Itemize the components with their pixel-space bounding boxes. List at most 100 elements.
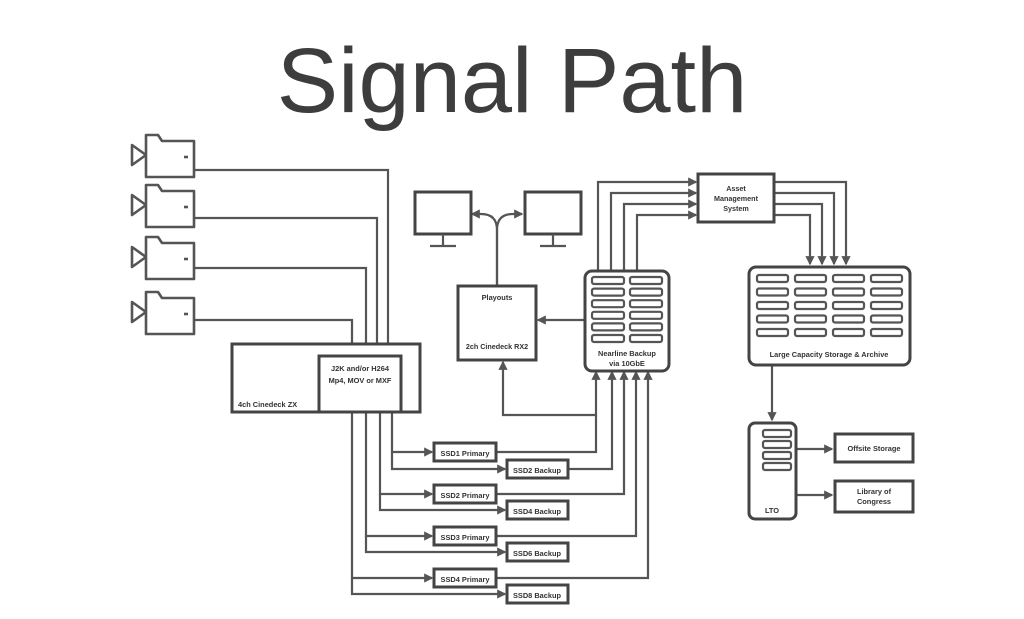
wire-ssd2-backup	[390, 452, 507, 474]
ssd2-backup-label: SSD2 Backup	[513, 466, 562, 475]
drive-slot	[628, 333, 664, 344]
wire-ssd3-primary	[364, 412, 434, 541]
library-label-1: Library of	[857, 487, 892, 496]
codec-line-2: Mp4, MOV or MXF	[329, 376, 392, 385]
wire-camera-3	[194, 266, 371, 358]
wire-nearline-asset-4	[635, 210, 698, 270]
lto-box: LTO	[747, 421, 798, 521]
wire-ssd2p-to-nearline	[496, 370, 629, 496]
video-camera-icon	[130, 290, 196, 336]
asset-label-1: Asset	[726, 184, 746, 193]
wire-nearline-asset-3	[622, 199, 698, 270]
nearline-label-1: Nearline Backup	[598, 349, 656, 358]
drive-slot	[590, 275, 626, 286]
wire-asset-storage-3	[775, 202, 827, 266]
ssd2-primary-box	[432, 483, 498, 505]
wire-to-monitor-left	[470, 209, 499, 286]
cinedeck-rx2-box: Playouts 2ch Cinedeck RX2	[456, 284, 538, 362]
large-storage-label: Large Capacity Storage & Archive	[770, 350, 889, 359]
asset-label-3: System	[723, 204, 749, 213]
ssd-group: SSD1 Primary SSD2 Backup SSD2 Primary SS…	[432, 441, 570, 605]
drive-slot	[831, 287, 866, 297]
ssd6-backup-box	[505, 541, 570, 563]
drive-slot	[793, 273, 828, 284]
storage-drive-grid	[755, 273, 904, 338]
ssd3-primary-label: SSD3 Primary	[441, 533, 491, 542]
wire-ssd1-primary	[390, 412, 434, 457]
library-of-congress-frame	[833, 479, 915, 514]
video-camera-icon	[130, 183, 196, 229]
ssd8-backup-box	[505, 583, 570, 605]
video-camera-icon	[130, 133, 196, 179]
asset-management-box: Asset Management System	[696, 172, 776, 224]
drive-slot	[793, 300, 828, 311]
wire-nearline-asset-1	[596, 177, 698, 270]
drive-slot	[831, 314, 866, 324]
large-storage-frame	[747, 265, 912, 367]
drive-slot	[831, 300, 866, 311]
drive-slot	[869, 327, 904, 338]
camera-group	[130, 133, 196, 336]
ssd3-primary-box	[432, 525, 498, 547]
wire-camera-2	[194, 216, 382, 358]
cinedeck-zx-label: 4ch Cinedeck ZX	[238, 400, 297, 409]
wire-to-cinedeck-rx2	[498, 360, 596, 417]
drive-slot	[590, 299, 626, 309]
drive-slot	[628, 322, 664, 332]
wire-asset-storage-4	[775, 213, 815, 266]
ssd1-primary-box	[432, 441, 498, 463]
ssd4-primary-label: SSD4 Primary	[441, 575, 491, 584]
drive-slot	[590, 287, 626, 297]
ssd4-backup-label: SSD4 Backup	[513, 507, 562, 516]
connection-lines	[194, 168, 851, 599]
wire-camera-1	[194, 168, 393, 358]
drive-slot	[755, 314, 790, 324]
ssd2-primary-label: SSD2 Primary	[441, 491, 491, 500]
nearline-label-2: via 10GbE	[609, 359, 645, 368]
drive-slot	[793, 314, 828, 324]
monitor-icon	[413, 190, 473, 248]
wire-asset-storage-2	[775, 191, 839, 266]
ssd4-backup-box	[505, 499, 570, 521]
drive-slot	[869, 314, 904, 324]
library-label-2: Congress	[857, 497, 891, 506]
wire-ssd6-backup	[364, 536, 507, 557]
wire-asset-storage-1	[775, 180, 851, 266]
asset-management-frame	[696, 172, 776, 224]
playouts-label: Playouts	[482, 293, 513, 302]
cinedeck-rx2-label: 2ch Cinedeck RX2	[466, 342, 528, 351]
drive-slot	[755, 273, 790, 284]
drive-slot	[590, 333, 626, 344]
drive-slot	[755, 287, 790, 297]
wire-ssd1-to-nearline	[496, 370, 601, 454]
drive-slot	[628, 275, 664, 286]
drive-slot	[628, 299, 664, 309]
lto-label: LTO	[765, 506, 779, 515]
nearline-drive-grid	[590, 275, 664, 344]
codec-line-1: J2K and/or H264	[331, 364, 390, 373]
monitor-icon	[523, 190, 583, 248]
offsite-storage-frame	[833, 432, 915, 464]
video-camera-icon	[130, 235, 196, 281]
ssd2-backup-box	[505, 458, 570, 480]
codec-box	[317, 354, 403, 414]
diagram-title: Signal Path	[277, 30, 748, 132]
drive-slot	[590, 310, 626, 320]
ssd1-primary-label: SSD1 Primary	[441, 449, 491, 458]
drive-slot	[628, 310, 664, 320]
drive-slot	[869, 287, 904, 297]
drive-slot	[793, 327, 828, 338]
ssd6-backup-label: SSD6 Backup	[513, 549, 562, 558]
asset-label-2: Management	[714, 194, 759, 203]
offsite-storage-label: Offsite Storage	[848, 444, 901, 453]
wire-nearline-asset-2	[609, 188, 698, 270]
offsite-storage-box: Offsite Storage	[833, 432, 915, 464]
wire-ssd3-to-nearline	[496, 370, 641, 538]
wire-to-monitor-right	[495, 209, 524, 286]
drive-slot	[869, 300, 904, 311]
drive-slot	[793, 287, 828, 297]
drive-slot	[755, 327, 790, 338]
drive-slot	[590, 322, 626, 332]
drive-slot	[831, 273, 866, 284]
